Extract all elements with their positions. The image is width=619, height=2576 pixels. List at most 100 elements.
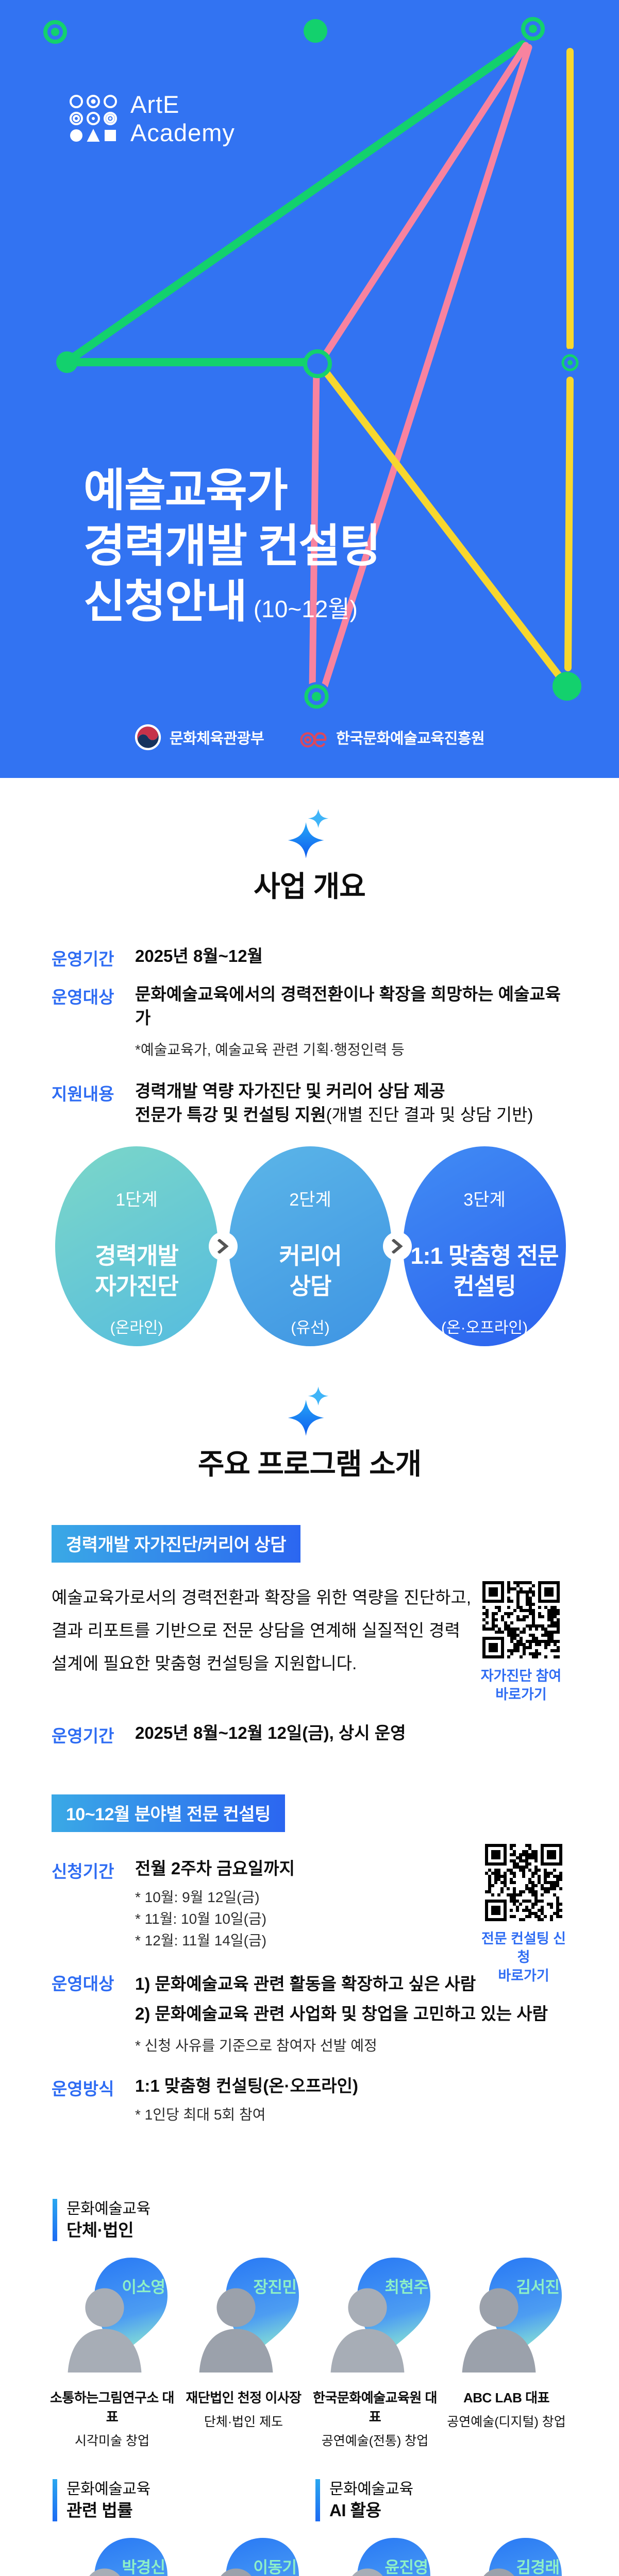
consulting-apply-row: 신청기간 전월 2주차 금요일까지 * 10월: 9월 12일(금) * 11월… (52, 1857, 567, 1952)
person-silhouette-icon (89, 2568, 120, 2576)
overview-heading: 사업 개요 (254, 870, 366, 903)
logo-line-1: ArtE (130, 91, 180, 118)
row-value-2: 2) 문화예술교육 관련 사업화 및 창업을 고민하고 있는 사람 (135, 2004, 548, 2023)
arte-shapes-grid-icon (70, 95, 117, 142)
consultant-photo: 윤진영 (316, 2537, 434, 2576)
stage-step: 1단계 (115, 1190, 158, 1210)
hero-geometric-decor (43, 17, 584, 711)
consultant-name: 김경래 (516, 2558, 560, 2576)
selfcheck-description: 예술교육가로서의 경력전환과 확장을 위한 역량을 진단하고, 결과 리포트를 … (52, 1588, 472, 1673)
consultant-name: 최현주 (384, 2278, 428, 2296)
title-line-1: 예술교육가 (83, 465, 288, 516)
row-value: 전월 2주차 금요일까지 (135, 1859, 295, 1878)
sparkle-icon (0, 808, 619, 860)
row-label: 운영기간 (52, 1726, 114, 1745)
row-label: 신청기간 (52, 1862, 114, 1881)
consultant-field: 공연예술(전통) 창업 (321, 2434, 429, 2448)
chevron-right-icon (209, 1232, 238, 1261)
consultant-org: 재단법인 천정 이사장 (186, 2390, 302, 2405)
row-value: 1:1 맞춤형 컨설팅(온·오프라인) (135, 2076, 358, 2095)
logo-line-2: Academy (130, 119, 235, 146)
row-note: * 1인당 최대 5회 참여 (135, 2107, 266, 2123)
consultant-name: 김서진 (516, 2278, 560, 2296)
org-kaces: 한국문화예술교육진흥원 (300, 725, 485, 750)
consulting-qr-label[interactable]: 전문 컨설팅 신청 바로가기 (481, 1931, 566, 1984)
consultant-card: 박경신 이화여자대학교 법학전문대학원 겸임교수 (49, 2537, 175, 2576)
consultant-photo: 이소영 (53, 2257, 172, 2376)
selfcheck-qr-label[interactable]: 자가진단 참여 바로가기 (480, 1668, 562, 1702)
consultant-name: 장진민 (253, 2278, 297, 2296)
consultant-field: 시각미술 창업 (75, 2434, 149, 2448)
overview-row-support: 지원내용 경력개발 역량 자가진단 및 커리어 상담 제공 전문가 특강 및 컨… (52, 1079, 567, 1127)
row-value-1: 1) 문화예술교육 관련 활동을 확장하고 싶은 사람 (135, 1974, 476, 1993)
selfcheck-qr-code[interactable] (482, 1581, 560, 1658)
consultant-photo: 김서진 (447, 2257, 566, 2376)
program-block-consulting: 10~12월 분야별 전문 컨설팅 전문 컨설팅 신청 바로가기 신청기간 전월… (0, 1794, 619, 2126)
consultant-card: 김서진 ABC LAB 대표 공연예술(디지털) 창업 (443, 2257, 570, 2449)
consultant-card: 이소영 소통하는그림연구소 대표 시각미술 창업 (49, 2257, 175, 2449)
consultant-card: 최현주 한국문화예술교육원 대표 공연예술(전통) 창업 (312, 2257, 438, 2449)
consultant-name: 박경신 (122, 2558, 165, 2576)
consultant-name: 이동기 (253, 2558, 297, 2576)
consulting-target-row: 운영대상 1) 문화예술교육 관련 활동을 확장하고 싶은 사람 2) 문화예술… (52, 1969, 567, 2057)
title-line-3: 신청안내(10~12월) (83, 576, 358, 627)
chevron-right-icon (383, 1232, 412, 1261)
overview-row-period: 운영기간 2025년 8월~12월 (52, 944, 567, 970)
category-bar (53, 2199, 57, 2241)
consultant-photo: 최현주 (316, 2257, 434, 2376)
programs-heading: 주요 프로그램 소개 (197, 1448, 422, 1480)
row-label: 운영기간 (52, 950, 114, 969)
program-block-selfcheck: 경력개발 자가진단/커리어 상담 예술교육가로서의 경력전환과 확장을 위한 역… (0, 1525, 619, 1747)
person-silhouette-icon (199, 2288, 273, 2372)
row-value: 2025년 8월~12월 (135, 946, 263, 965)
consulting-badge: 10~12월 분야별 전문 컨설팅 (52, 1794, 285, 1832)
consultant-name: 윤진영 (384, 2558, 428, 2576)
hero-section: ArtE Academy 예술교육가 경력개발 컨설팅 신청안내(10~12월)… (0, 0, 619, 778)
row-note: * 신청 사유를 기준으로 참여자 선발 예정 (135, 2038, 377, 2054)
selfcheck-badge: 경력개발 자가진단/커리어 상담 (52, 1525, 300, 1563)
consultant-org: ABC LAB 대표 (463, 2390, 550, 2405)
row-value-1: 경력개발 역량 자가진단 및 커리어 상담 제공 (135, 1081, 445, 1100)
consultant-photo: 박경신 (53, 2537, 172, 2576)
stage-mode: (온·오프라인) (441, 1319, 528, 1336)
org-mcst-label: 문화체육관광부 (169, 731, 264, 747)
consultant-field: 공연예술(디지털) 창업 (447, 2415, 566, 2429)
title-month-range: (10~12월) (253, 596, 358, 622)
person-silhouette-icon (68, 2288, 141, 2372)
person-silhouette-icon (462, 2288, 536, 2372)
mcst-taegeuk-icon (135, 724, 161, 751)
arte-academy-wordmark: ArtE Academy (130, 90, 235, 147)
kaces-emblem-icon (300, 732, 327, 748)
arte-academy-logo: ArtE Academy (70, 90, 235, 147)
consultant-org: 소통하는그림연구소 대표 (50, 2390, 174, 2425)
sparkle-icon (0, 1385, 619, 1438)
org-mcst: 문화체육관광부 (135, 724, 264, 751)
org-kaces-label: 한국문화예술교육진흥원 (336, 731, 485, 747)
row-value: 문화예술교육에서의 경력전환이나 확장을 희망하는 예술교육가 (135, 985, 561, 1027)
consultant-card: 이동기 이동기법률사무소 대표 (180, 2537, 307, 2576)
stage-mode: (유선) (291, 1319, 330, 1336)
consulting-qr-code[interactable] (485, 1844, 562, 1921)
category-bar (53, 2479, 57, 2521)
row-label: 지원내용 (52, 1084, 114, 1104)
stage-step: 2단계 (289, 1190, 331, 1210)
hero-organizations: 문화체육관광부 한국문화예술교육진흥원 (0, 724, 619, 751)
consultant-card: 장진민 재단법인 천정 이사장 단체·법인 제도 (180, 2257, 307, 2449)
consultant-card: 윤진영 아트센터 나비 팀장 (312, 2537, 438, 2576)
title-line-2: 경력개발 컨설팅 (83, 520, 381, 571)
consultant-photo: 장진민 (185, 2257, 303, 2376)
consultant-name: 이소영 (122, 2278, 165, 2296)
row-value-2: 전문가 특강 및 컨설팅 지원(개별 진단 결과 및 상담 기반) (135, 1105, 533, 1124)
consulting-method-row: 운영방식 1:1 맞춤형 컨설팅(온·오프라인) * 1인당 최대 5회 참여 (52, 2074, 567, 2126)
consultant-org: 한국문화예술교육원 대표 (313, 2390, 437, 2425)
row-label: 운영대상 (52, 988, 114, 1007)
